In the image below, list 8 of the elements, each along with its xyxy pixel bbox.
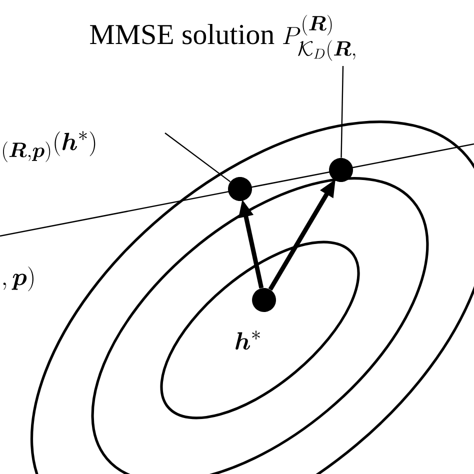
point-dot [329,158,353,182]
leader-line [164,132,231,182]
formula-label: $\text{MMSE solution }P^{(\boldsymbol{R})}_{\mathcal{K}_D(\boldsymbol{R},}$ [90,14,356,61]
formula-label: $,\boldsymbol{p})$ [3,266,34,292]
point-dot [252,288,276,312]
point-label: $\boldsymbol{h}^{*}$ [236,330,260,350]
leader-line [340,66,344,158]
formula-label: ${}_{(\boldsymbol{R},\boldsymbol{p})}(\boldsymbol{h}^{*})$ [3,131,96,162]
